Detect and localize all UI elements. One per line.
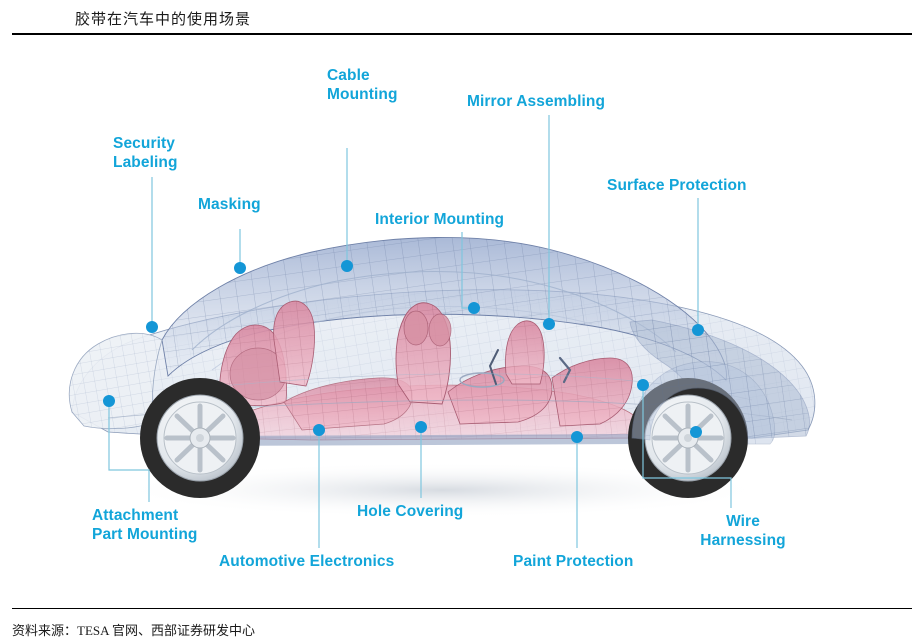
callout-label-surface-protection: Surface Protection xyxy=(607,177,747,194)
header-rule xyxy=(12,33,912,35)
source-note: 资料来源：TESA 官网、西部证券研发中心 xyxy=(12,623,256,638)
figure-canvas: Security Labeling Masking Cable Mounting… xyxy=(12,40,912,605)
callout-label-mirror-assembling: Mirror Assembling xyxy=(467,93,606,110)
callout-label-attachment-part-mounting: Attachment Part Mounting xyxy=(92,507,198,543)
callout-label-wire-harnessing: Wire Harnessing xyxy=(700,513,786,549)
callout-label-hole-covering: Hole Covering xyxy=(357,503,464,520)
callout-label-interior-mounting: Interior Mounting xyxy=(375,211,505,228)
callout-label-automotive-electronics: Automotive Electronics xyxy=(219,553,395,570)
callout-label-paint-protection: Paint Protection xyxy=(513,553,634,570)
callout-label-security-labeling: Security Labeling xyxy=(113,135,178,171)
car-diagram-svg xyxy=(68,115,816,548)
page-title: 胶带在汽车中的使用场景 xyxy=(75,12,252,28)
callout-label-cable-mounting: Cable Mounting xyxy=(327,67,398,103)
callout-dots xyxy=(103,260,704,443)
callout-label-masking: Masking xyxy=(198,196,261,213)
footer-rule xyxy=(12,608,912,609)
rear-wheel xyxy=(140,378,260,498)
